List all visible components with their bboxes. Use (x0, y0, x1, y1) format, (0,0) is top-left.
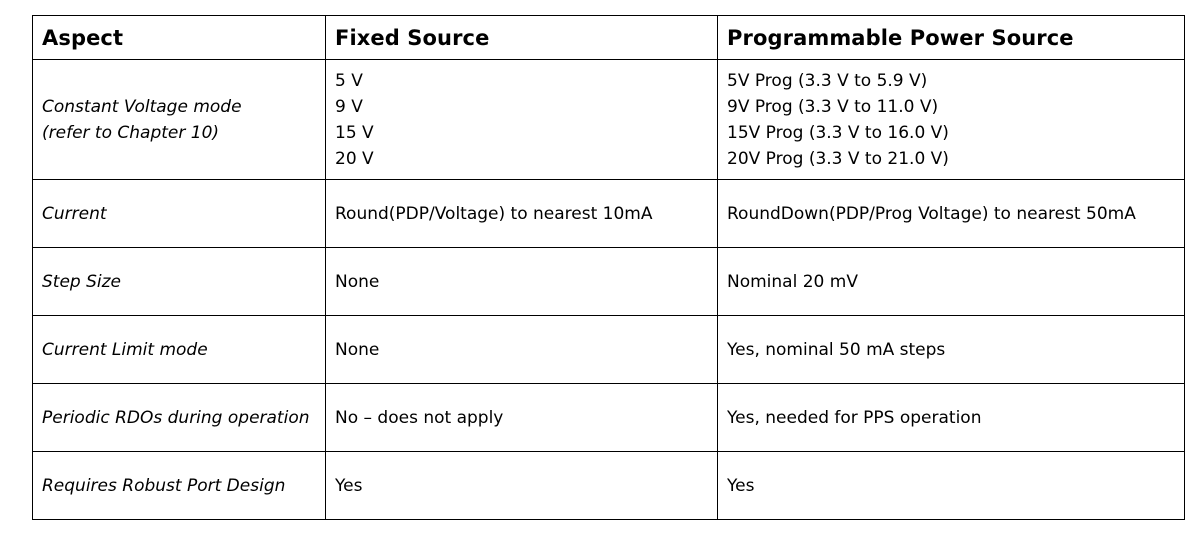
table-header-row: Aspect Fixed Source Programmable Power S… (32, 15, 1185, 60)
table-row: Current Round(PDP/Voltage) to nearest 10… (32, 179, 1185, 248)
pps-cell: Yes, needed for PPS operation (717, 383, 1185, 452)
comparison-table: Aspect Fixed Source Programmable Power S… (32, 15, 1185, 520)
pps-cell: Yes, nominal 50 mA steps (717, 315, 1185, 384)
fixed-voltage: 5 V (335, 70, 363, 91)
aspect-cell: Current (32, 179, 326, 248)
aspect-line: Constant Voltage mode (42, 96, 242, 117)
aspect-cell: Current Limit mode (32, 315, 326, 384)
fixed-cell: Round(PDP/Voltage) to nearest 10mA (325, 179, 718, 248)
pps-voltage: 15V Prog (3.3 V to 16.0 V) (727, 122, 949, 143)
aspect-cell: Step Size (32, 247, 326, 316)
header-fixed-source: Fixed Source (325, 15, 718, 60)
pps-cell: RoundDown(PDP/Prog Voltage) to nearest 5… (717, 179, 1185, 248)
table-row: Requires Robust Port Design Yes Yes (32, 451, 1185, 520)
pps-voltage: 20V Prog (3.3 V to 21.0 V) (727, 148, 949, 169)
pps-cell: Nominal 20 mV (717, 247, 1185, 316)
fixed-cell: Yes (325, 451, 718, 520)
fixed-cell: 5 V 9 V 15 V 20 V (325, 59, 718, 180)
table-row: Constant Voltage mode (refer to Chapter … (32, 59, 1185, 180)
pps-cell: 5V Prog (3.3 V to 5.9 V) 9V Prog (3.3 V … (717, 59, 1185, 180)
pps-cell: Yes (717, 451, 1185, 520)
aspect-cell: Requires Robust Port Design (32, 451, 326, 520)
header-programmable-power-source: Programmable Power Source (717, 15, 1185, 60)
aspect-line: (refer to Chapter 10) (42, 122, 220, 143)
fixed-cell: None (325, 315, 718, 384)
fixed-cell: No – does not apply (325, 383, 718, 452)
fixed-voltage: 20 V (335, 148, 374, 169)
table-row: Periodic RDOs during operation No – does… (32, 383, 1185, 452)
header-aspect: Aspect (32, 15, 326, 60)
table-row: Step Size None Nominal 20 mV (32, 247, 1185, 316)
fixed-cell: None (325, 247, 718, 316)
fixed-voltage: 15 V (335, 122, 374, 143)
fixed-voltage: 9 V (335, 96, 363, 117)
aspect-cell: Constant Voltage mode (refer to Chapter … (32, 59, 326, 180)
pps-voltage: 9V Prog (3.3 V to 11.0 V) (727, 96, 939, 117)
pps-voltage: 5V Prog (3.3 V to 5.9 V) (727, 70, 928, 91)
table-row: Current Limit mode None Yes, nominal 50 … (32, 315, 1185, 384)
aspect-cell: Periodic RDOs during operation (32, 383, 326, 452)
